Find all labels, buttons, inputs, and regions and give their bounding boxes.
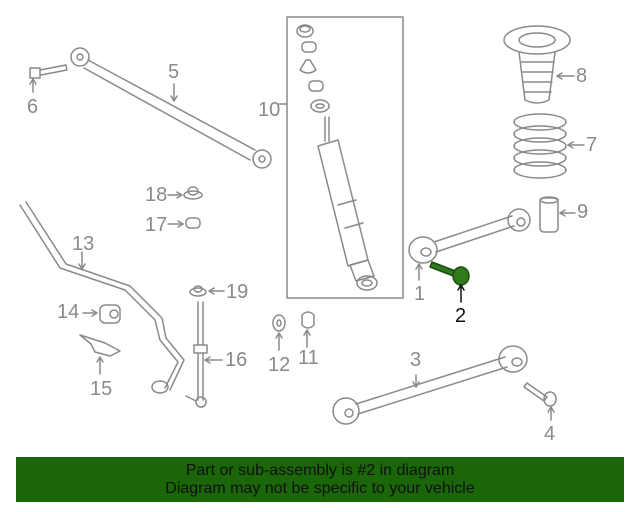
callout-16[interactable]: 16	[225, 349, 248, 371]
stabilizer-bar	[19, 201, 185, 394]
lower-control-arm	[408, 208, 531, 281]
callout-2[interactable]: 2	[455, 305, 467, 327]
info-banner: Part or sub-assembly is #2 in diagram Di…	[16, 457, 624, 502]
callout-18[interactable]: 18	[145, 184, 168, 206]
stabilizer-link	[185, 301, 223, 408]
bolt-6	[29, 64, 68, 93]
banner-line-disclaimer: Diagram may not be specific to your vehi…	[165, 480, 475, 497]
callout-6[interactable]: 6	[27, 96, 39, 118]
upper-control-arm	[70, 47, 272, 169]
banner-line-part-number: Part or sub-assembly is #2 in diagram	[185, 462, 455, 479]
stabilizer-bushing	[82, 304, 121, 324]
parts-diagram: 1 2 3 4 5 6 7 8 9 10 11 12 13 14 15 16 1…	[19, 16, 598, 445]
callout-14[interactable]: 14	[57, 301, 80, 323]
shock-bushing-11	[301, 311, 315, 348]
callout-19[interactable]: 19	[226, 281, 249, 303]
callout-9[interactable]: 9	[577, 201, 589, 223]
bolt-4	[523, 382, 557, 421]
link-cushion-19	[189, 285, 225, 297]
stabilizer-cushion-18	[167, 186, 203, 200]
bump-stopper	[539, 196, 576, 233]
callout-8[interactable]: 8	[576, 65, 588, 87]
suspension-illustration	[19, 16, 585, 425]
callout-5[interactable]: 5	[168, 61, 180, 83]
shock-absorber-kit	[278, 16, 404, 299]
callout-10[interactable]: 10	[258, 99, 281, 121]
callout-4[interactable]: 4	[544, 423, 556, 445]
lateral-rod	[332, 345, 528, 425]
callout-1[interactable]: 1	[414, 283, 426, 305]
coil-spring-insulator	[503, 25, 575, 104]
callout-13[interactable]: 13	[72, 233, 95, 255]
highlighted-bolt-part-2[interactable]	[429, 261, 470, 303]
stabilizer-bracket	[79, 334, 121, 375]
callout-11[interactable]: 11	[298, 347, 319, 369]
callout-3[interactable]: 3	[410, 349, 422, 371]
callout-17[interactable]: 17	[145, 214, 168, 236]
stabilizer-cushion-17	[167, 217, 201, 229]
callout-7[interactable]: 7	[586, 134, 598, 156]
coil-spring	[513, 113, 585, 179]
shock-washer-12	[272, 314, 286, 351]
callout-15[interactable]: 15	[90, 378, 113, 400]
callout-12[interactable]: 12	[268, 354, 291, 376]
